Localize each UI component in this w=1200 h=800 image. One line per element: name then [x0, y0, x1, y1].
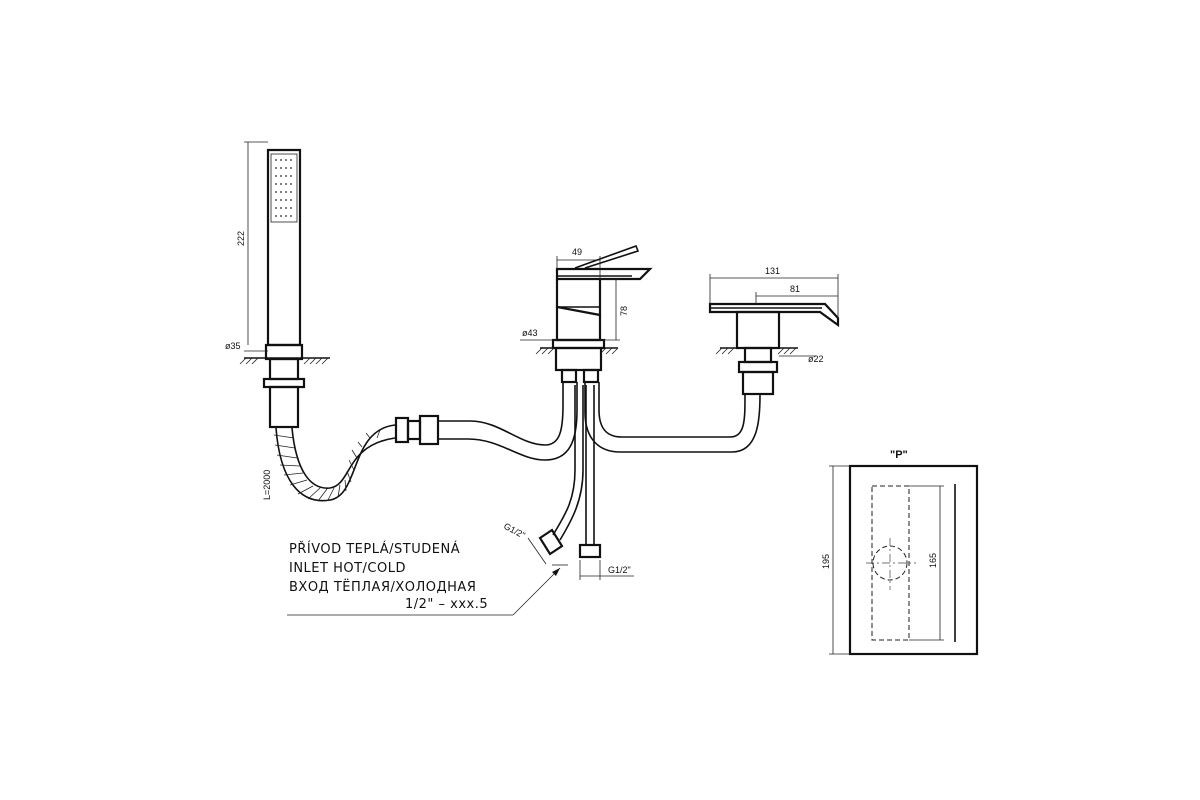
detail-p-title: "P" [890, 449, 908, 461]
dim-mixer-height: 78 [619, 306, 629, 316]
dim-mixer-width: 49 [572, 247, 582, 257]
dim-inner-height: 165 [928, 553, 938, 568]
inlet-label-en: INLET HOT/COLD [289, 561, 406, 576]
dim-inlet-right: G1/2" [608, 565, 631, 575]
inlet-description: PŘÍVOD TEPLÁ/STUDENÁ INLET HOT/COLD ВХОД… [289, 541, 488, 612]
mixer-body: 49 78 ø43 [520, 244, 653, 384]
inlet-label-ru: ВХОД ТЁПЛАЯ/ХОЛОДНАЯ [289, 579, 476, 595]
dim-mixer-base-dia: ø43 [522, 328, 538, 338]
dim-lever-total: 131 [765, 266, 780, 276]
dim-lever-reach: 81 [790, 284, 800, 294]
dim-outer-height: 195 [821, 554, 831, 569]
dim-hose-length: L=2000 [262, 470, 272, 500]
connecting-pipes [438, 382, 761, 461]
dim-lever-base-dia: ø22 [808, 354, 824, 364]
dim-shower-length: 222 [236, 231, 246, 246]
inlet-label-cz: PŘÍVOD TEPLÁ/STUDENÁ [289, 541, 460, 557]
lever-valve: 131 81 ø22 [708, 266, 840, 396]
shower-nozzles [275, 159, 292, 217]
inlet-code: 1/2" – xxx.5 [405, 597, 488, 612]
dim-inlet-left: G1/2" [502, 521, 527, 540]
inlet-hoses: G1/2" G1/2" [287, 385, 634, 616]
spiral-hose [273, 414, 440, 502]
hand-shower: 222 ø35 L=2000 [225, 141, 330, 500]
detail-p: "P" 195 165 [821, 449, 979, 656]
dim-shower-base-dia: ø35 [225, 341, 241, 351]
